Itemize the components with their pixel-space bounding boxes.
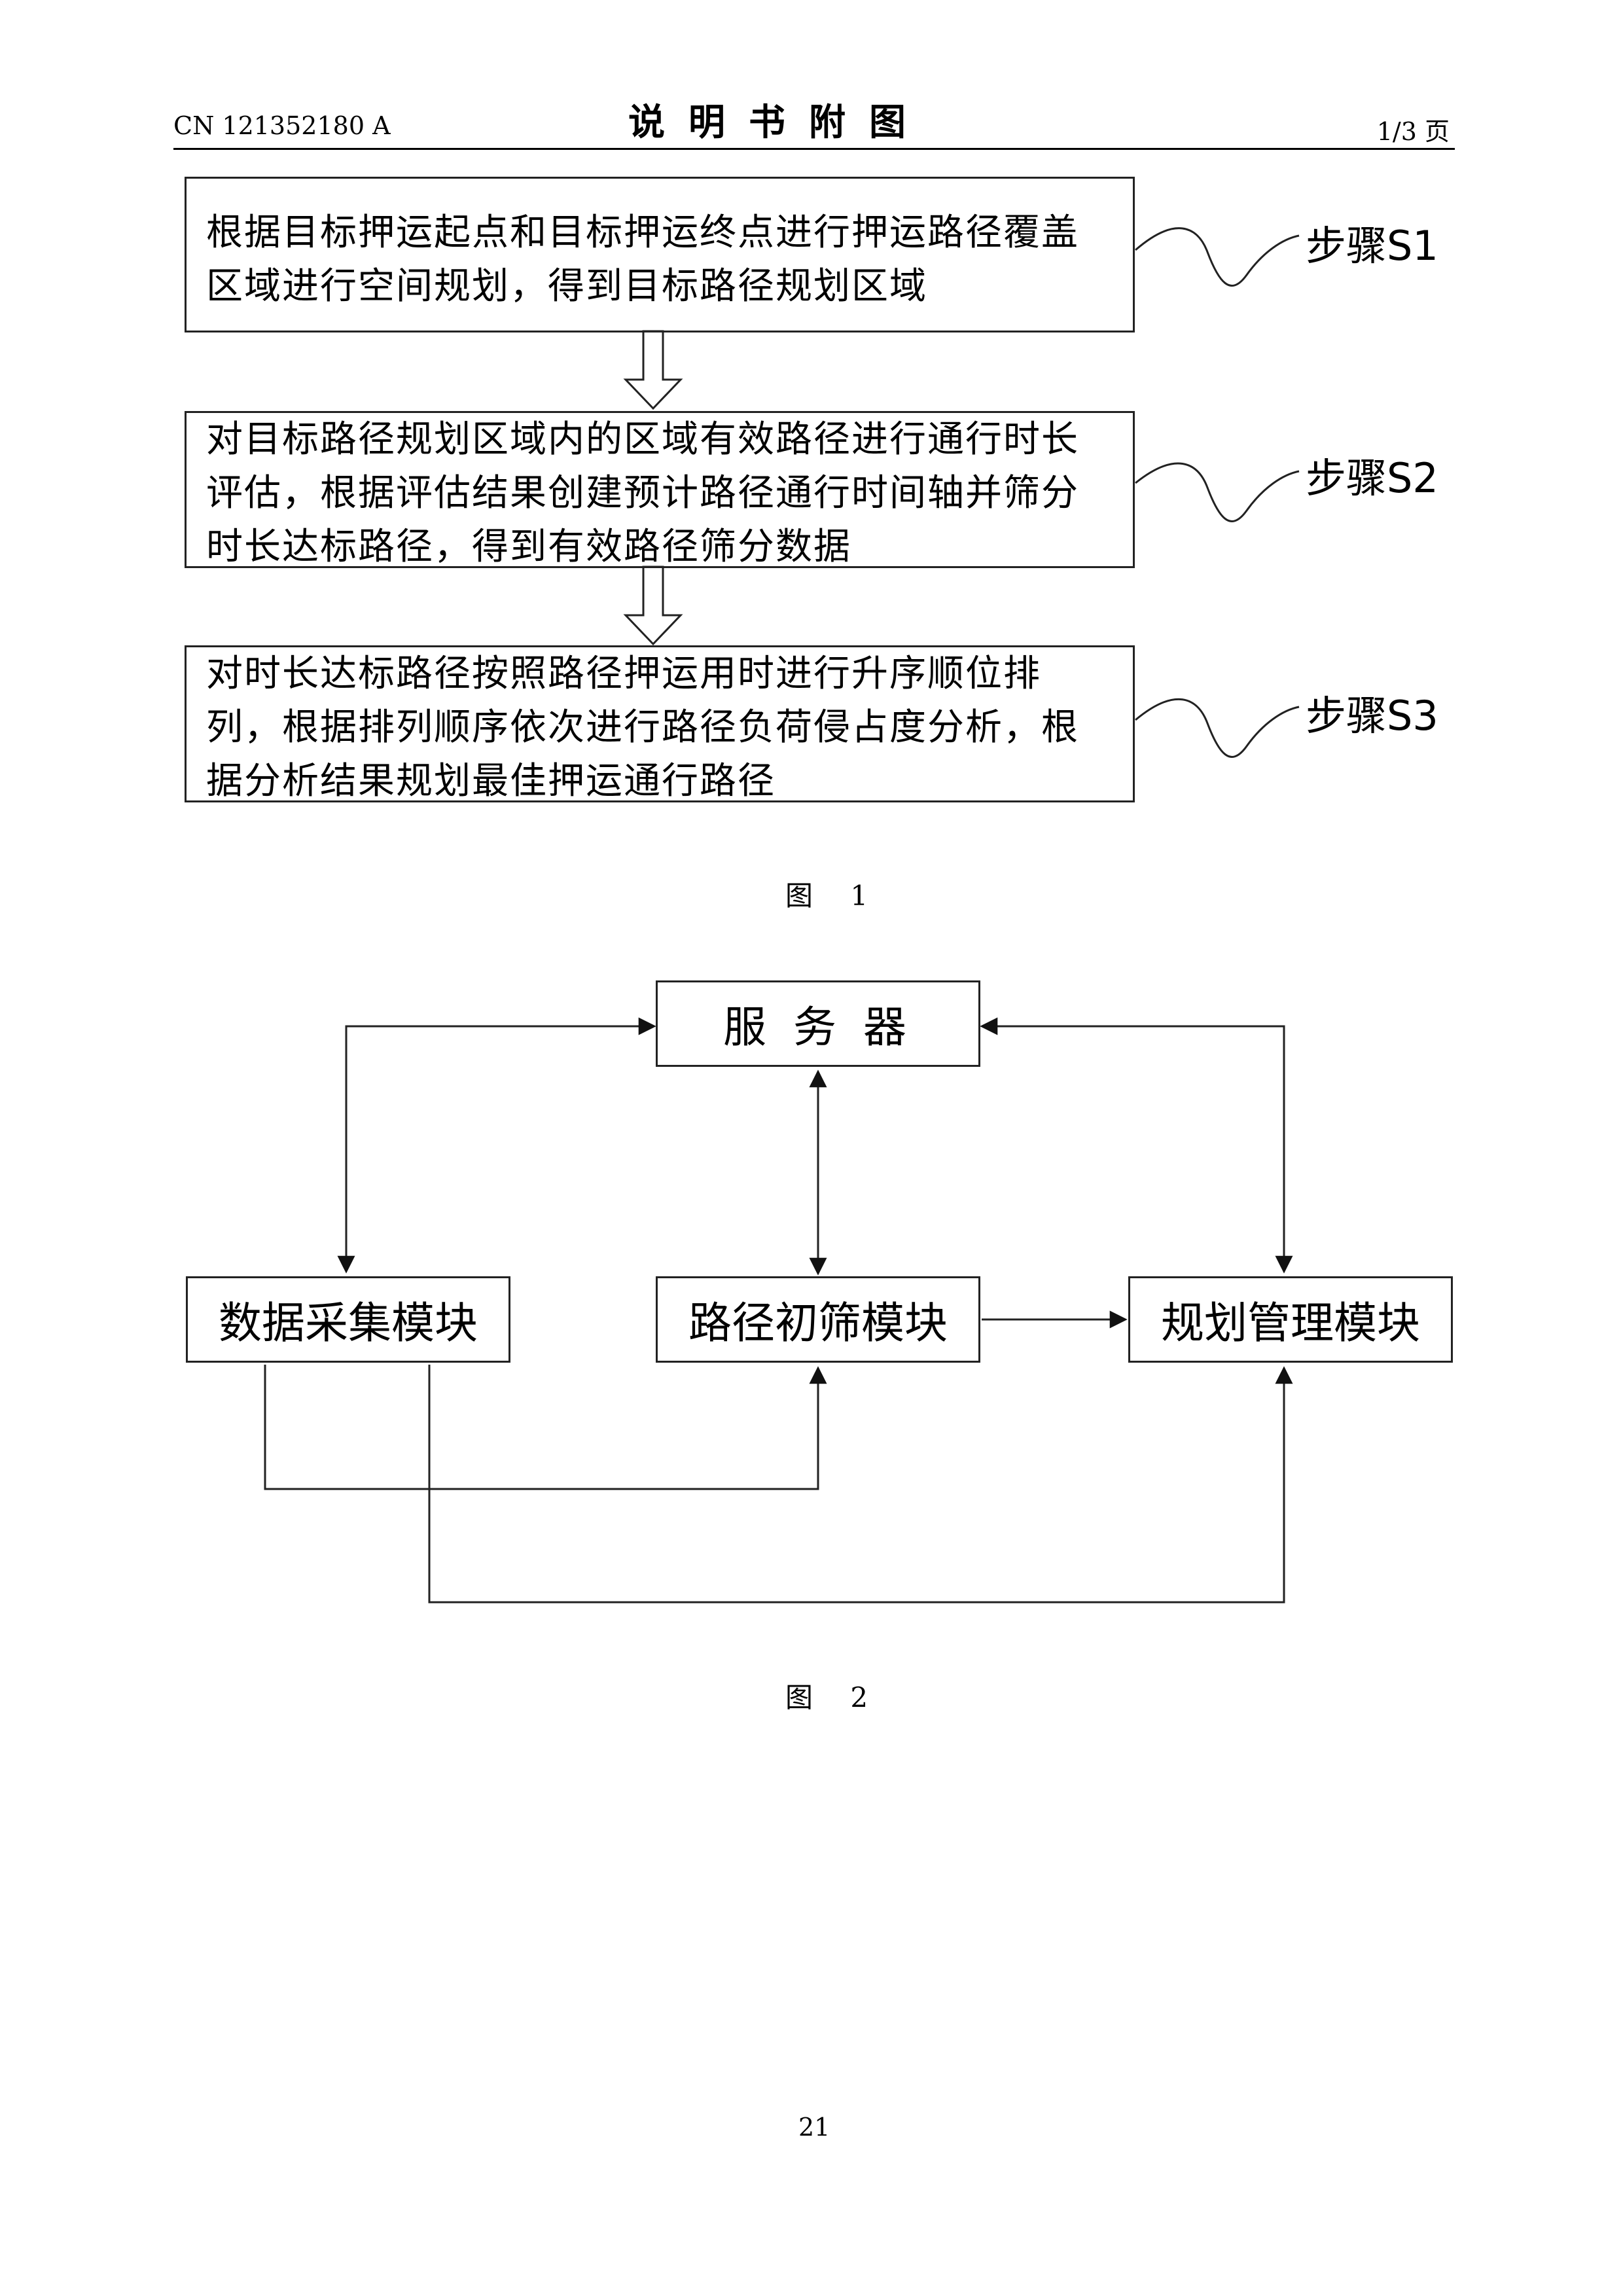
planning-management-module-label: 规划管理模块 — [1161, 1288, 1420, 1351]
server-box: 服 务 器 — [656, 980, 980, 1067]
planning-management-module-box: 规划管理模块 — [1128, 1276, 1453, 1363]
server-label: 服 务 器 — [723, 992, 913, 1055]
data-collection-module-box: 数据采集模块 — [186, 1276, 510, 1363]
link-server-data — [346, 1026, 654, 1272]
data-collection-module-label: 数据采集模块 — [219, 1288, 478, 1351]
page-number: 21 — [798, 2113, 830, 2142]
link-server-plan — [982, 1026, 1284, 1272]
path-screening-module-label: 路径初筛模块 — [688, 1288, 948, 1351]
link-data-path — [265, 1365, 818, 1489]
path-screening-module-box: 路径初筛模块 — [656, 1276, 980, 1363]
link-data-plan — [429, 1365, 1284, 1602]
figure2-caption: 图 2 — [785, 1676, 882, 1715]
